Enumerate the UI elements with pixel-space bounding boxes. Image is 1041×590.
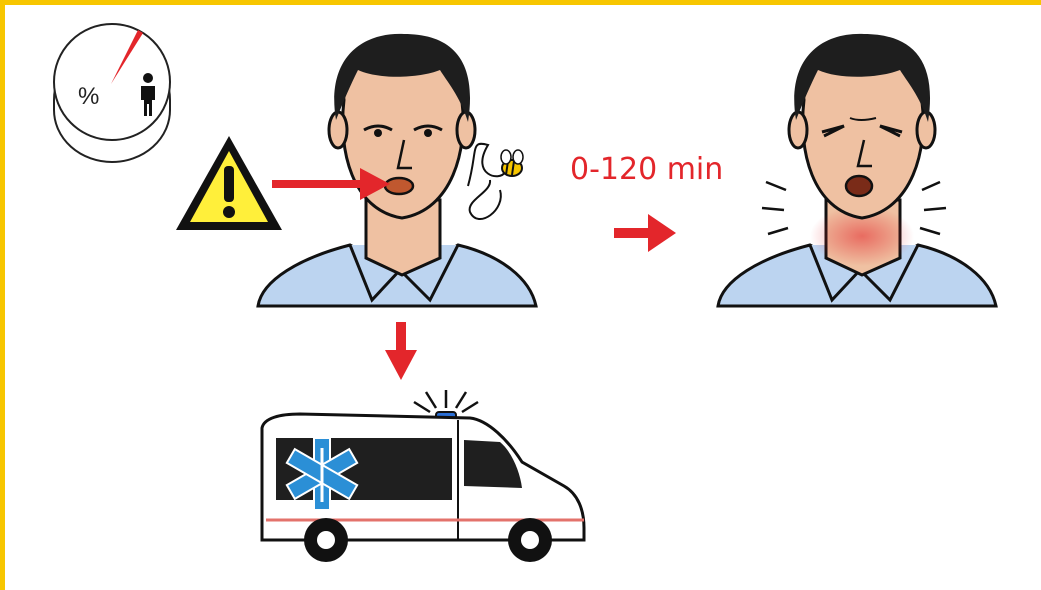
arrow-down <box>385 322 417 380</box>
time-window-label: 0-120 min <box>570 152 723 187</box>
arrow-right <box>614 214 676 252</box>
man-reaction <box>718 34 996 306</box>
bee-icon <box>468 144 523 219</box>
ambulance-icon <box>262 390 584 562</box>
warning-icon <box>176 136 282 230</box>
gauge-percent: % <box>78 83 99 110</box>
person-gauge-icon: % <box>54 24 170 162</box>
man-stung <box>258 34 536 306</box>
